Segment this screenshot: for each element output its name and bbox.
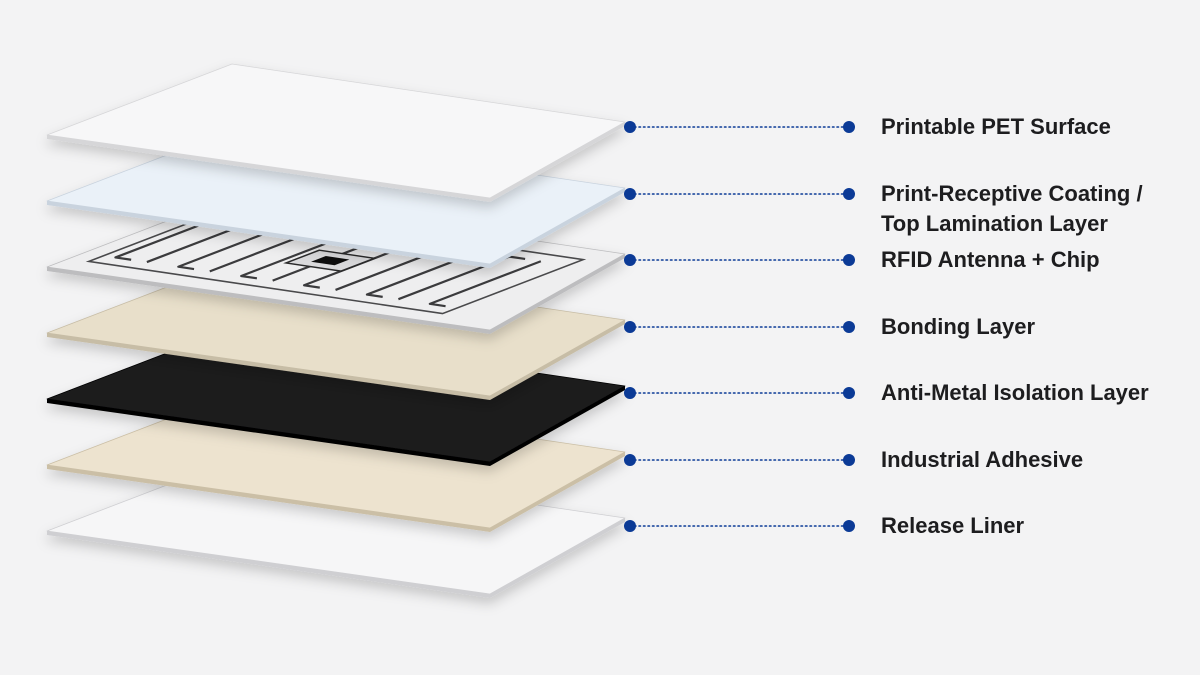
leader-dot-icon [843,254,855,266]
leader-dot-icon [843,520,855,532]
leader-dot-icon [843,454,855,466]
label-line: Industrial Adhesive [881,447,1084,472]
leader-dot-icon [843,188,855,200]
leader-printable-pet-surface [624,121,855,133]
leader-lines [624,121,855,532]
label-line: RFID Antenna + Chip [881,247,1100,272]
label-bonding-layer: Bonding Layer [881,312,1035,342]
leader-anti-metal-isolation-layer [624,387,855,399]
label-line: Top Lamination Layer [881,211,1108,236]
label-line: Release Liner [881,513,1025,538]
label-anti-metal-isolation-layer: Anti-Metal Isolation Layer [881,378,1149,408]
label-industrial-adhesive: Industrial Adhesive [881,445,1083,475]
leader-dot-icon [624,254,636,266]
leader-rfid-antenna-chip [624,254,855,266]
layer-face [46,63,626,199]
label-line: Bonding Layer [881,314,1036,339]
leader-dot-icon [843,121,855,133]
label-line: Print-Receptive Coating / [881,181,1143,206]
leader-industrial-adhesive [624,454,855,466]
leader-dot-icon [624,188,636,200]
label-line: Anti-Metal Isolation Layer [881,380,1149,405]
leader-print-receptive-coating [624,188,855,200]
label-release-liner: Release Liner [881,511,1024,541]
leader-dot-icon [624,121,636,133]
label-line: Printable PET Surface [881,114,1111,139]
leader-dot-icon [843,321,855,333]
leader-dot-icon [624,454,636,466]
layer-printable-pet-surface [46,63,626,202]
leader-dot-icon [843,387,855,399]
label-print-receptive-coating: Print-Receptive Coating / Top Lamination … [881,179,1143,239]
layer-sheets [46,63,626,598]
leader-bonding-layer [624,321,855,333]
leader-dot-icon [624,387,636,399]
leader-release-liner [624,520,855,532]
label-rfid-antenna-chip: RFID Antenna + Chip [881,245,1100,275]
leader-dot-icon [624,321,636,333]
leader-dot-icon [624,520,636,532]
rfid-chip-icon [283,249,378,272]
label-printable-pet-surface: Printable PET Surface [881,112,1111,142]
